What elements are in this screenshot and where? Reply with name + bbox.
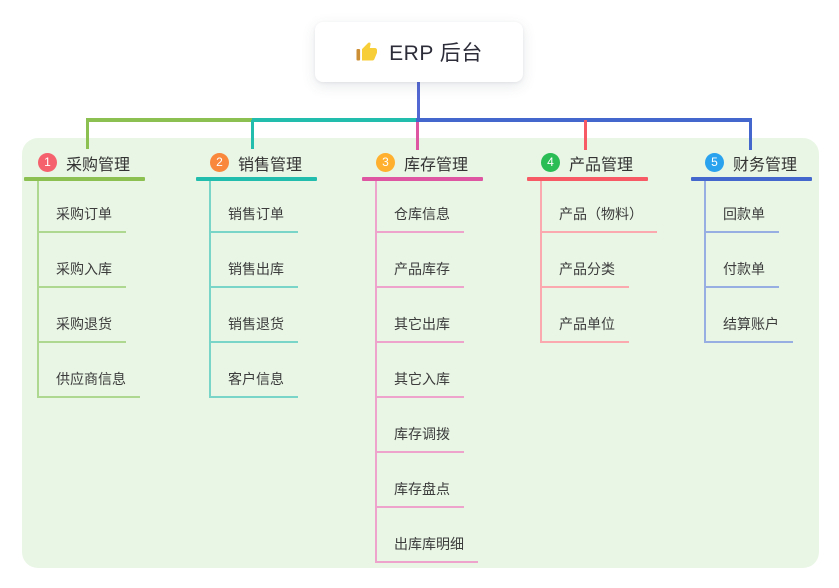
- branch-inventory: 3 库存管理 仓库信息 产品库存 其它出库 其它入库 库存调拨 库存盘点 出库库…: [362, 149, 512, 563]
- branch-header[interactable]: 2 销售管理: [196, 149, 346, 176]
- branch-number-badge: 3: [376, 153, 395, 172]
- child-node[interactable]: 产品库存: [377, 259, 464, 288]
- child-node[interactable]: 客户信息: [211, 369, 298, 398]
- branch-header[interactable]: 1 采购管理: [24, 149, 174, 176]
- child-node[interactable]: 回款单: [706, 204, 779, 233]
- child-node[interactable]: 采购退货: [39, 314, 126, 343]
- child-node[interactable]: 销售订单: [211, 204, 298, 233]
- branch-sales: 2 销售管理 销售订单 销售出库 销售退货 客户信息: [196, 149, 346, 398]
- root-node[interactable]: ERP 后台: [315, 22, 523, 82]
- child-node[interactable]: 采购订单: [39, 204, 126, 233]
- connector-horizontal-branch2: [252, 118, 418, 122]
- branch-number-badge: 2: [210, 153, 229, 172]
- branch-underline: [196, 177, 317, 181]
- root-stem-connector: [417, 82, 420, 120]
- child-node[interactable]: 其它入库: [377, 369, 464, 398]
- child-node[interactable]: 仓库信息: [377, 204, 464, 233]
- branch-product: 4 产品管理 产品（物料） 产品分类 产品单位: [527, 149, 677, 343]
- child-node[interactable]: 销售退货: [211, 314, 298, 343]
- connector-drop-branch4: [584, 120, 587, 150]
- branch-title: 库存管理: [404, 156, 469, 174]
- child-node[interactable]: 付款单: [706, 259, 779, 288]
- branch-children: 采购订单 采购入库 采购退货 供应商信息: [37, 181, 174, 398]
- branch-children: 产品（物料） 产品分类 产品单位: [540, 181, 677, 343]
- branch-number-badge: 1: [38, 153, 57, 172]
- branch-underline: [362, 177, 483, 181]
- child-node[interactable]: 销售出库: [211, 259, 298, 288]
- child-node[interactable]: 库存调拨: [377, 424, 464, 453]
- branch-title: 销售管理: [238, 156, 303, 174]
- thumbs-up-icon: [355, 40, 379, 64]
- branch-children: 仓库信息 产品库存 其它出库 其它入库 库存调拨 库存盘点 出库库明细: [375, 181, 512, 563]
- root-title: ERP 后台: [389, 42, 483, 65]
- child-node[interactable]: 库存盘点: [377, 479, 464, 508]
- child-node[interactable]: 出库库明细: [377, 534, 478, 563]
- child-node[interactable]: 产品（物料）: [542, 204, 657, 233]
- branch-header[interactable]: 3 库存管理: [362, 149, 512, 176]
- branch-title: 产品管理: [569, 156, 634, 174]
- branch-underline: [24, 177, 145, 181]
- child-node[interactable]: 采购入库: [39, 259, 126, 288]
- child-node[interactable]: 供应商信息: [39, 369, 140, 398]
- child-node[interactable]: 产品单位: [542, 314, 629, 343]
- branch-children: 销售订单 销售出库 销售退货 客户信息: [209, 181, 346, 398]
- branch-finance: 5 财务管理 回款单 付款单 结算账户: [691, 149, 839, 343]
- branch-title: 采购管理: [66, 156, 131, 174]
- connector-drop-branch3: [416, 122, 419, 150]
- branch-number-badge: 5: [705, 153, 724, 172]
- connector-horizontal-branch1: [86, 118, 254, 122]
- branch-underline: [527, 177, 648, 181]
- branch-number-badge: 4: [541, 153, 560, 172]
- connector-drop-branch5: [749, 120, 752, 150]
- branch-underline: [691, 177, 812, 181]
- branch-purchase: 1 采购管理 采购订单 采购入库 采购退货 供应商信息: [24, 149, 174, 398]
- branch-header[interactable]: 4 产品管理: [527, 149, 677, 176]
- child-node[interactable]: 产品分类: [542, 259, 629, 288]
- connector-drop-branch2: [251, 120, 254, 149]
- branch-header[interactable]: 5 财务管理: [691, 149, 839, 176]
- child-node[interactable]: 结算账户: [706, 314, 793, 343]
- branch-title: 财务管理: [733, 156, 798, 174]
- child-node[interactable]: 其它出库: [377, 314, 464, 343]
- mindmap-canvas-panel: [22, 138, 819, 568]
- branch-children: 回款单 付款单 结算账户: [704, 181, 839, 343]
- connector-drop-branch1: [86, 118, 89, 149]
